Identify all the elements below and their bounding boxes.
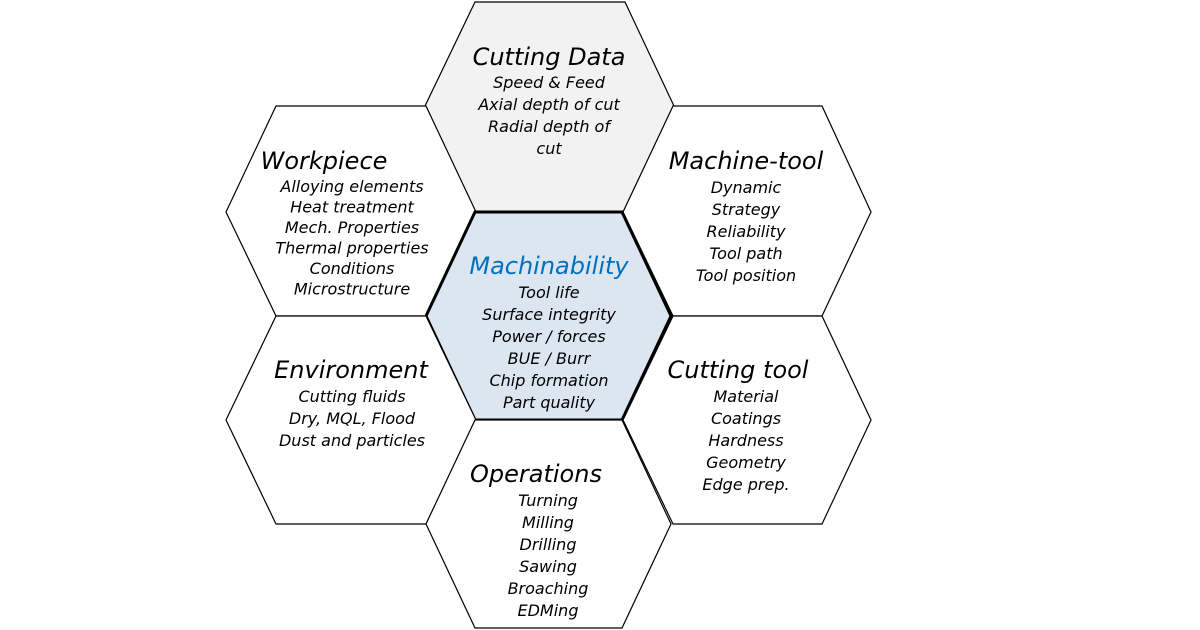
hex-operations: Operations TurningMillingDrillingSawingB…: [425, 419, 672, 629]
hex-item: Dynamic: [711, 178, 782, 197]
hex-item: Cutting fluids: [298, 387, 405, 406]
hex-title-cutting-data: Cutting Data: [473, 43, 626, 71]
hex-item: Edge prep.: [702, 475, 789, 494]
hex-item: Axial depth of cut: [477, 95, 620, 114]
hex-item: Geometry: [706, 453, 786, 472]
hex-item: Microstructure: [294, 280, 411, 299]
hex-cutting-tool: Cutting tool MaterialCoatingsHardnessGeo…: [622, 315, 872, 525]
hex-item: EDMing: [518, 601, 579, 620]
hex-item: Tool path: [709, 244, 782, 263]
hex-item: Dry, MQL, Flood: [289, 409, 416, 428]
hex-item: cut: [536, 139, 562, 158]
hex-item: Thermal properties: [275, 239, 428, 258]
hex-item: Mech. Properties: [285, 218, 419, 237]
hex-shape-operations: [425, 419, 672, 629]
hex-title-machinability: Machinability: [469, 252, 629, 280]
hex-item: Speed & Feed: [493, 73, 606, 92]
hex-item: Heat treatment: [290, 198, 414, 217]
hex-title-environment: Environment: [274, 356, 429, 384]
hex-item: Hardness: [708, 431, 783, 450]
hex-item: Turning: [518, 491, 578, 510]
hex-item: Alloying elements: [279, 177, 423, 196]
hex-items-operations: TurningMillingDrillingSawingBroachingEDM…: [508, 491, 589, 620]
hex-item: Milling: [522, 513, 574, 532]
hex-title-workpiece: Workpiece: [261, 147, 388, 175]
hex-item: BUE / Burr: [508, 349, 592, 368]
hex-machine-tool: Machine-tool DynamicStrategyReliabilityT…: [622, 105, 872, 317]
hex-title-cutting-tool: Cutting tool: [668, 356, 809, 384]
hex-title-operations: Operations: [470, 460, 602, 488]
hex-item: Broaching: [508, 579, 589, 598]
hex-item: Surface integrity: [482, 305, 616, 324]
hex-item: Dust and particles: [279, 431, 425, 450]
hex-shape-cutting-tool: [622, 315, 872, 525]
hex-item: Strategy: [712, 200, 781, 219]
hex-item: Conditions: [310, 259, 395, 278]
hex-item: Chip formation: [489, 371, 608, 390]
hex-title-machine-tool: Machine-tool: [669, 147, 824, 175]
hex-item: Tool life: [518, 283, 579, 302]
hex-item: Tool position: [696, 266, 796, 285]
hex-item: Reliability: [707, 222, 786, 241]
hex-item: Material: [714, 387, 780, 406]
hex-item: Radial depth of: [488, 117, 612, 136]
hex-item: Power / forces: [492, 327, 605, 346]
hex-item: Part quality: [503, 393, 596, 412]
hex-item: Drilling: [520, 535, 577, 554]
hex-item: Sawing: [519, 557, 577, 576]
hex-item: Coatings: [711, 409, 781, 428]
